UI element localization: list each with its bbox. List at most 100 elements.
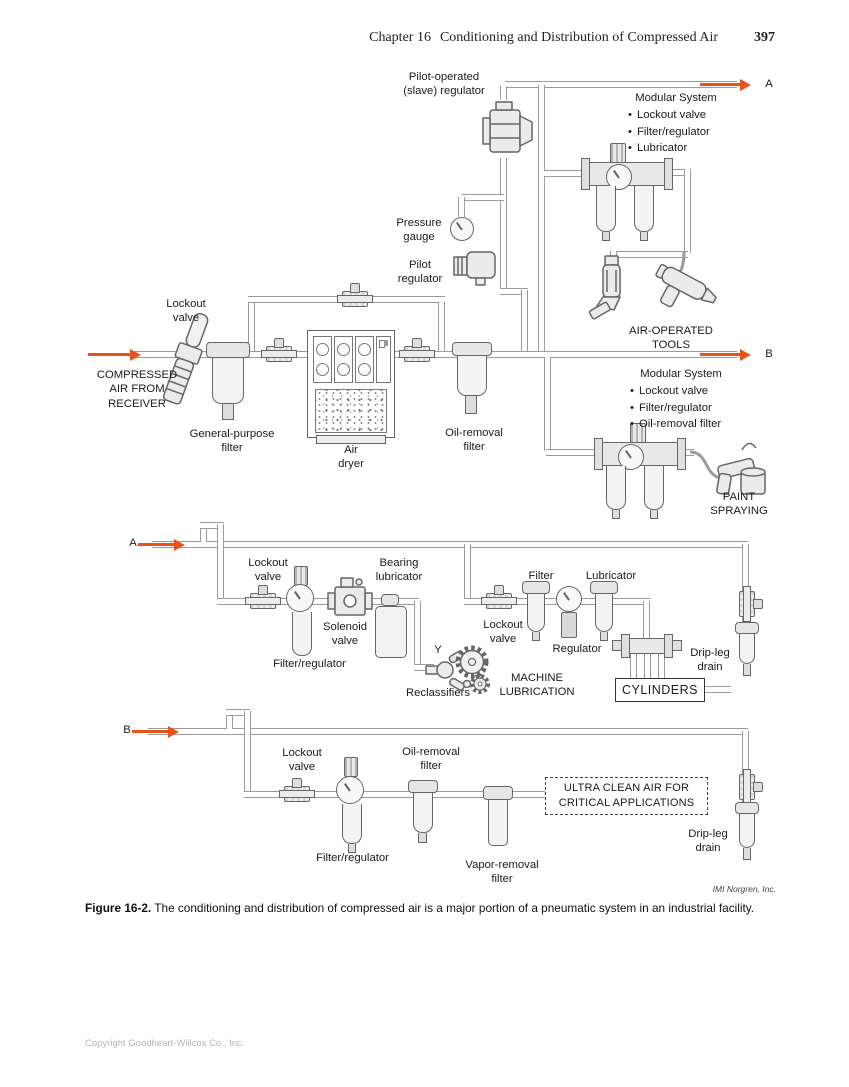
ultra-clean-air-label: ULTRA CLEAN AIR FOR CRITICAL APPLICATION…	[558, 782, 695, 809]
filter-bowl	[596, 186, 616, 232]
vapor-removal-filter-body	[488, 800, 508, 846]
pressure-gauge-symbol	[450, 217, 474, 241]
label-compressed-air: COMPRESSED AIR FROM RECEIVER	[96, 369, 178, 410]
filter-drain-tip	[612, 510, 620, 519]
pipe	[546, 449, 600, 456]
pipe	[505, 81, 737, 88]
label-filter-regulator-a: Filter/regulator	[273, 658, 346, 670]
pipe	[244, 711, 251, 797]
modular-system-top-list: Modular System Lockout valve Filter/regu…	[620, 92, 732, 157]
pipe-main-line	[133, 351, 737, 358]
filter-symbol	[522, 581, 550, 594]
filter-drain-tip	[532, 632, 540, 641]
lockout-valve-fitting	[481, 585, 517, 609]
dryer-desiccant-window	[315, 389, 387, 433]
pipe-a-branch1	[217, 598, 419, 605]
modular-system-item: Lockout valve	[620, 107, 732, 124]
filter-drain-tip	[222, 404, 234, 420]
flow-arrow-a-in	[138, 538, 185, 551]
label-lockout-valve-main: Lockout valve	[166, 298, 206, 325]
label-lockout-valve-b: Lockout valve	[282, 747, 322, 774]
figure-caption: Figure 16-2. The conditioning and distri…	[85, 901, 780, 915]
oil-removal-filter-bowl	[457, 356, 487, 396]
filter-drain-tip	[602, 232, 610, 241]
pipe	[200, 524, 207, 542]
dryer-control-panel	[376, 336, 391, 383]
general-purpose-filter-symbol	[206, 342, 250, 358]
general-purpose-filter-bowl	[212, 358, 244, 404]
pipe	[682, 449, 694, 456]
filter-drain-tip	[465, 396, 477, 414]
inline-valve-fitting	[337, 283, 373, 307]
regulator-gauge-face	[618, 444, 644, 470]
pipe	[742, 544, 749, 602]
label-reclassifiers: Reclassifiers	[405, 687, 471, 699]
filter-regulator-face	[336, 776, 364, 804]
dryer-cell	[313, 336, 332, 383]
filter-drain-tip	[348, 844, 356, 853]
lockout-valve-fitting	[739, 774, 755, 800]
pipe	[226, 709, 250, 716]
flow-arrow-a-out	[700, 78, 751, 91]
filter-bowl	[342, 804, 362, 844]
drip-leg-drain-symbol	[735, 622, 759, 634]
flow-arrow-b-in	[132, 725, 179, 738]
label-oil-removal-filter: Oil-removal filter	[445, 427, 503, 454]
label-filter-regulator-b: Filter/regulator	[316, 852, 389, 864]
figure-attribution: IMI Norgren, Inc.	[712, 884, 776, 894]
label-drip-leg-drain-b: Drip-leg drain	[688, 828, 728, 855]
label-pilot-operated-regulator: Pilot-operated (slave) regulator	[403, 71, 485, 98]
regulator-knob	[344, 757, 358, 777]
oil-removal-filter-symbol	[452, 342, 492, 356]
modular-system-item: Lockout valve	[622, 383, 740, 400]
air-dryer-symbol	[307, 330, 395, 444]
pilot-regulator-symbol	[454, 248, 504, 286]
label-air-dryer: Air dryer	[338, 444, 364, 471]
lockout-valve-fitting	[279, 778, 315, 802]
flow-arrow-b-out	[700, 348, 751, 361]
lubricator-bowl	[634, 186, 654, 232]
pipe-b-branch	[244, 791, 546, 798]
pipe	[414, 601, 421, 667]
label-filter-a: Filter	[528, 570, 554, 582]
modular-system-heading: Modular System	[635, 92, 717, 104]
bearing-lubricator-symbol	[375, 606, 407, 658]
pipe	[684, 169, 691, 253]
drip-leg-drain-body	[739, 814, 755, 848]
inline-valve-fitting	[399, 338, 435, 362]
label-machine-lubrication: MACHINE LUBRICATION	[499, 672, 575, 699]
modular-system-item: Oil-removal filter	[622, 416, 740, 433]
pipe	[462, 194, 504, 201]
modular-system-item: Filter/regulator	[620, 124, 732, 141]
figure-caption-text: The conditioning and distribution of com…	[154, 901, 755, 915]
modular-system-bottom-list: Modular System Lockout valve Filter/regu…	[622, 368, 740, 433]
pipe	[644, 654, 651, 680]
pipe	[438, 302, 445, 351]
ultra-clean-air-callout: ULTRA CLEAN AIR FOR CRITICAL APPLICATION…	[545, 777, 708, 815]
regulator-symbol	[556, 586, 582, 612]
regulator-gauge-face	[606, 164, 632, 190]
label-paint-spraying: PAINT SPRAYING	[710, 491, 768, 518]
solenoid-valve-symbol	[328, 578, 372, 622]
lockout-valve-fitting	[739, 591, 755, 617]
pipe	[630, 654, 637, 680]
vapor-removal-filter-symbol	[483, 786, 513, 800]
oil-removal-filter-bowl	[644, 466, 664, 510]
filter-drain-tip	[418, 833, 427, 843]
pipe	[544, 170, 588, 177]
pilot-operated-regulator-symbol	[478, 96, 538, 162]
marker-b-out: B	[765, 348, 773, 360]
regulator-body	[561, 612, 577, 638]
marker-y: Y	[434, 644, 442, 656]
lubricator-symbol	[590, 581, 618, 594]
dryer-cell	[355, 336, 374, 383]
pipe	[458, 197, 465, 217]
pipe	[414, 664, 434, 671]
drip-leg-drain-symbol	[735, 802, 759, 814]
filter-drain-tip	[650, 510, 658, 519]
pipe	[705, 686, 731, 693]
drip-leg-drain-body	[739, 634, 755, 664]
chapter-title: Conditioning and Distribution of Compres…	[439, 30, 718, 45]
chapter-label: Chapter 16	[369, 30, 431, 45]
cylinders-box: CYLINDERS	[615, 678, 705, 702]
